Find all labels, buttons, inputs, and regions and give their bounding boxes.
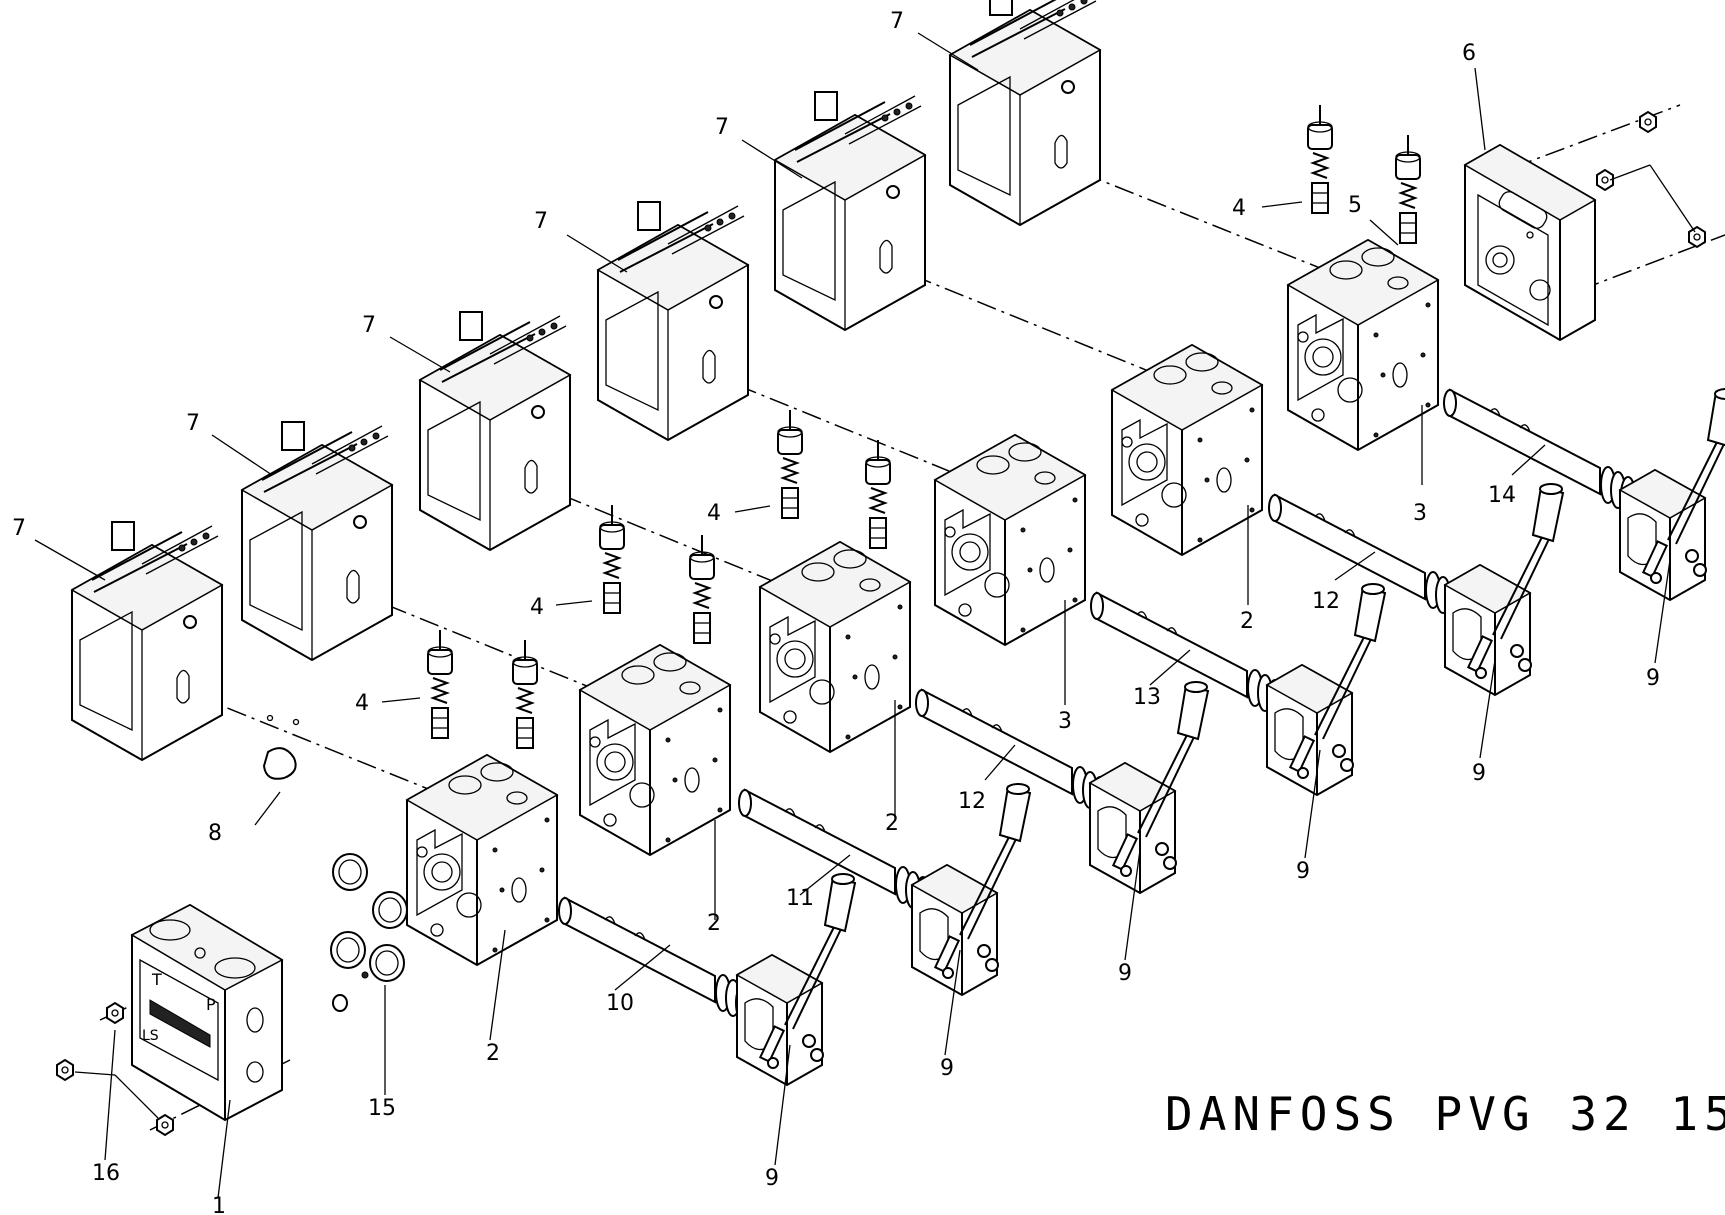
callout-9a: 9 [765, 1166, 779, 1191]
callout-16: 16 [92, 1161, 120, 1186]
callouts: 1 16 15 2 10 9 2 11 9 2 12 9 3 13 9 2 12… [12, 9, 1660, 1215]
callout-2a: 2 [486, 1041, 500, 1066]
callout-9e: 9 [1472, 761, 1486, 786]
spool-section-4 [934, 434, 1086, 646]
handle-lever-2 [911, 783, 1031, 996]
callout-4d: 4 [1232, 196, 1246, 221]
spool-section-3 [759, 541, 911, 753]
callout-1: 1 [212, 1194, 226, 1215]
callout-6: 6 [1462, 41, 1476, 66]
callout-2b: 2 [707, 911, 721, 936]
callout-15: 15 [368, 1096, 396, 1121]
handle-lever-4 [1266, 583, 1386, 796]
port-label-p: P [206, 995, 216, 1014]
electric-actuator-5 [774, 91, 926, 331]
callout-10: 10 [606, 991, 634, 1016]
callout-2c: 2 [885, 811, 899, 836]
callout-14: 14 [1488, 483, 1516, 508]
spool-section-1 [406, 754, 558, 966]
cartridge-valve-4 [689, 534, 715, 644]
callout-9d: 9 [1296, 859, 1310, 884]
callout-11: 11 [786, 886, 814, 911]
electric-actuator-1 [71, 521, 223, 761]
plug-part-8 [262, 714, 300, 780]
callout-13: 13 [1133, 685, 1161, 710]
leader-lines [34, 32, 1671, 1199]
cartridge-valve-8 [1395, 134, 1421, 244]
callout-7b: 7 [186, 411, 200, 436]
callout-4a: 4 [355, 691, 369, 716]
cartridge-valve-2 [512, 639, 538, 749]
callout-7a: 7 [12, 516, 26, 541]
callout-5: 5 [1348, 193, 1362, 218]
spool-section-6 [1287, 239, 1439, 451]
cartridge-valve-3 [599, 504, 625, 614]
handle-lever-6 [1619, 388, 1725, 601]
callout-8: 8 [208, 821, 222, 846]
callout-3a: 3 [1058, 709, 1072, 734]
callout-3b: 3 [1413, 501, 1427, 526]
callout-7f: 7 [890, 9, 904, 34]
diagram-title: DANFOSS PVG 32 159 [1165, 1087, 1725, 1141]
callout-12a: 12 [958, 789, 986, 814]
cartridge-valve-1 [427, 629, 453, 739]
port-label-t: T [151, 970, 162, 989]
callout-7e: 7 [715, 115, 729, 140]
spool-section-2 [579, 644, 731, 856]
callout-2d: 2 [1240, 609, 1254, 634]
callout-9c: 9 [1118, 961, 1132, 986]
end-cover-nuts [1596, 111, 1706, 248]
callout-4c: 4 [707, 501, 721, 526]
cartridge-valve-7 [1307, 104, 1333, 214]
electric-actuator-2 [241, 421, 393, 661]
handle-lever-5 [1444, 483, 1564, 696]
callout-9b: 9 [940, 1056, 954, 1081]
callout-12b: 12 [1312, 589, 1340, 614]
cartridge-valve-5 [777, 409, 803, 519]
seal-rings-part-15 [330, 853, 408, 1012]
inlet-section-part-1: T P LS [130, 903, 284, 1122]
handle-lever-3 [1089, 681, 1209, 894]
callout-4b: 4 [530, 595, 544, 620]
callout-7d: 7 [534, 209, 548, 234]
callout-7c: 7 [362, 313, 376, 338]
electric-actuator-6 [949, 0, 1101, 226]
port-label-ls: LS [142, 1028, 159, 1044]
spool-section-5 [1111, 344, 1263, 556]
end-cover-part-6 [1463, 143, 1597, 342]
cartridge-valve-6 [865, 439, 891, 549]
electric-actuator-4 [597, 201, 749, 441]
callout-9f: 9 [1646, 666, 1660, 691]
electric-actuator-3 [419, 311, 571, 551]
